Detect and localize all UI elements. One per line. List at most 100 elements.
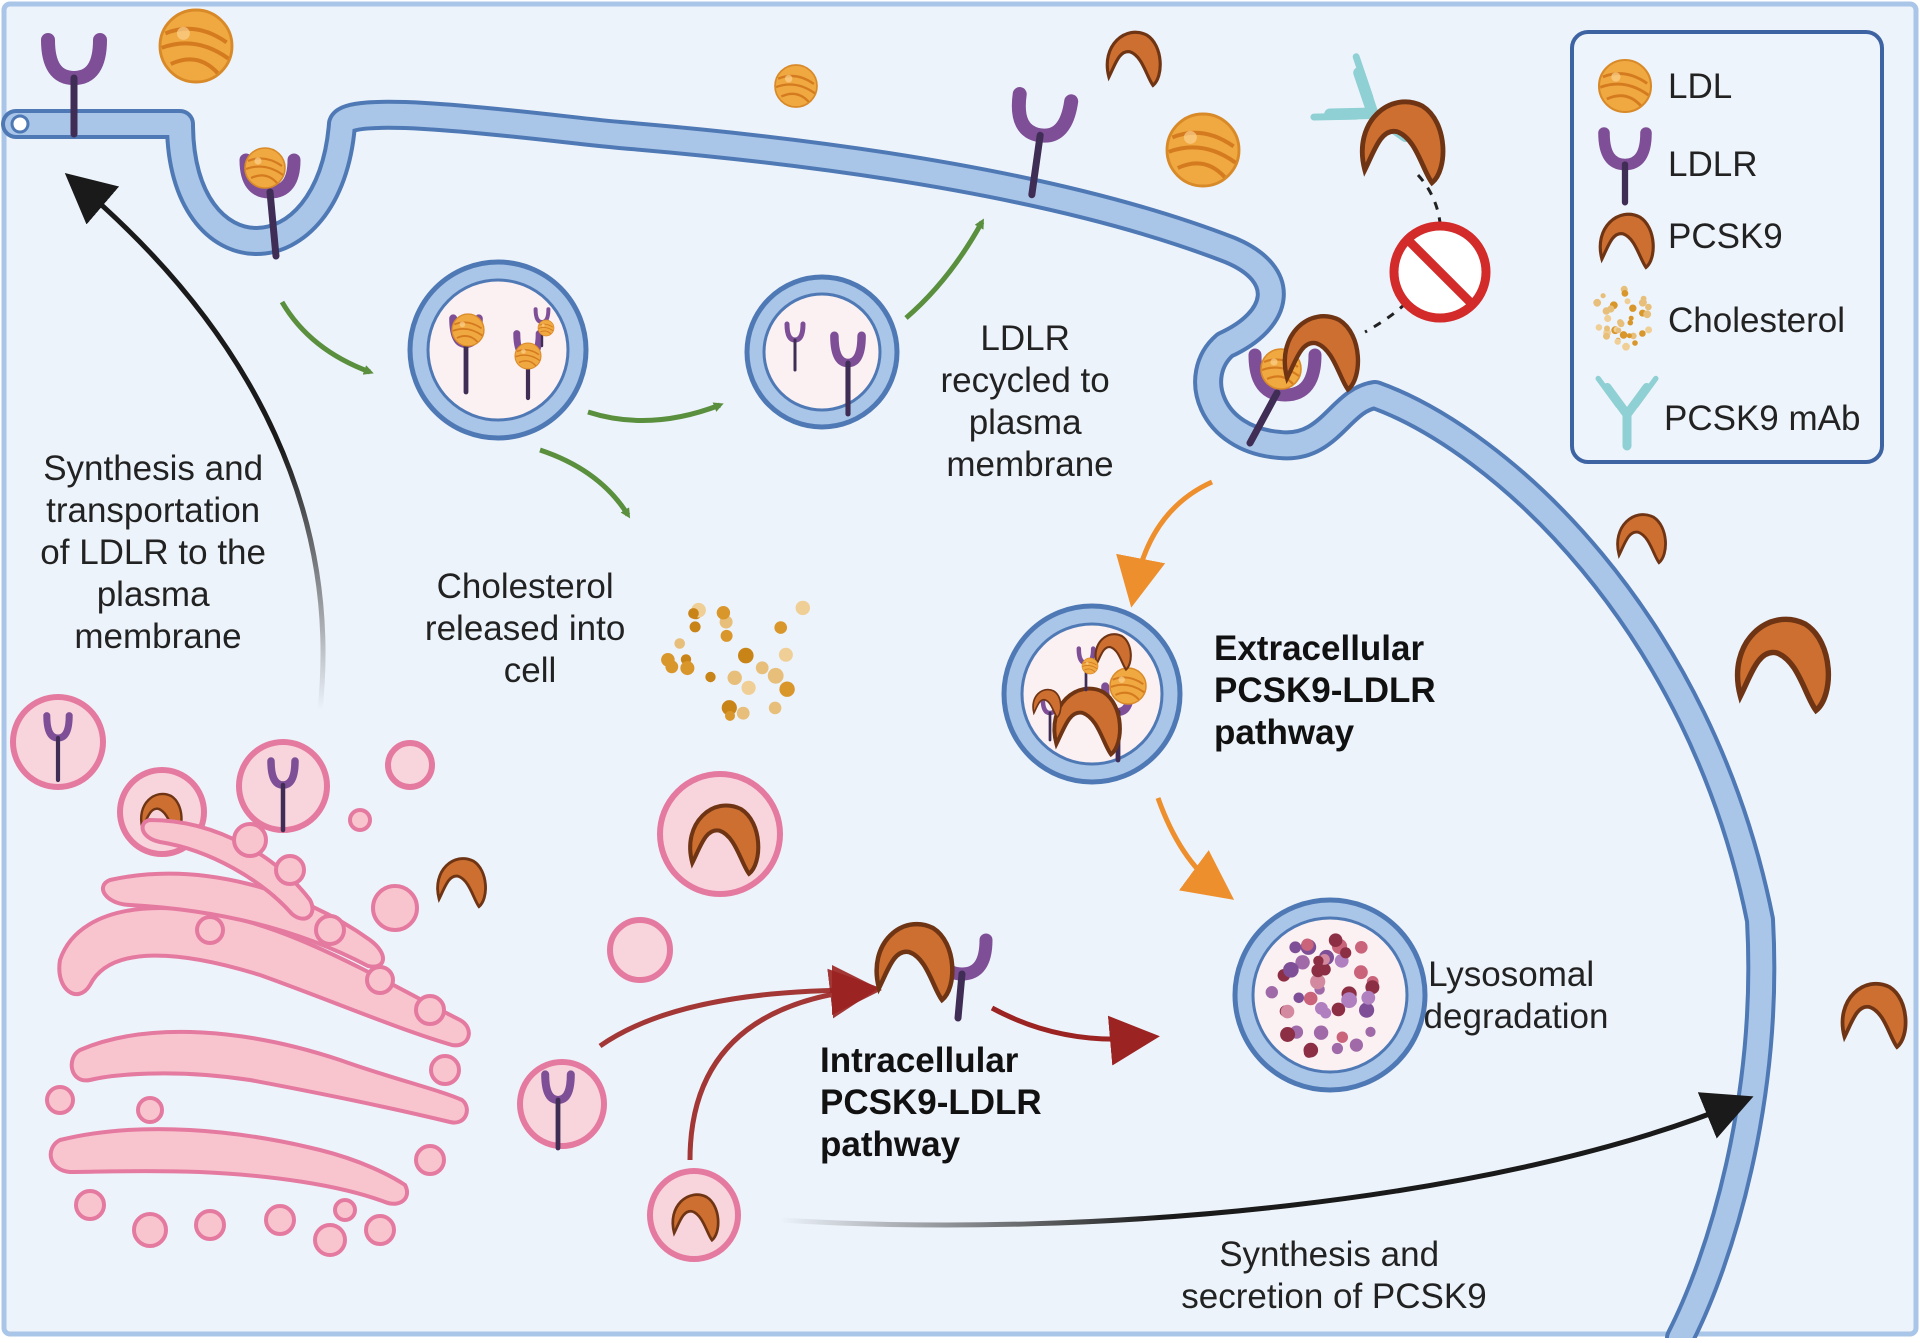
- arrow-ldlr-synthesis: [64, 172, 326, 711]
- particle: [768, 701, 782, 715]
- particle: [1645, 303, 1652, 311]
- lysosome: [1232, 897, 1428, 1093]
- particle: [1604, 314, 1612, 323]
- particle: [1331, 1042, 1343, 1055]
- particle: [1301, 938, 1314, 951]
- particle: [1365, 1026, 1376, 1037]
- particle: [1632, 340, 1638, 346]
- particle: [741, 680, 756, 695]
- particle: [725, 710, 735, 721]
- particle: [1593, 298, 1602, 307]
- particle: [1336, 1031, 1349, 1043]
- particle: [1626, 333, 1632, 339]
- endosome-1: [407, 259, 589, 441]
- pcsk9-ldlr-intracellular: [877, 924, 993, 1022]
- particle: [755, 661, 769, 675]
- particle: [1341, 992, 1357, 1009]
- particle: [1639, 330, 1646, 337]
- particle: [1607, 305, 1615, 313]
- label-cholesterol-released: Cholesterol released into cell: [425, 567, 635, 690]
- particle: [1293, 992, 1305, 1004]
- particle: [1600, 293, 1606, 299]
- particle: [1645, 326, 1653, 334]
- particle: [1615, 327, 1622, 334]
- particle: [1617, 320, 1625, 328]
- particle: [1340, 947, 1352, 959]
- particle: [1365, 980, 1380, 995]
- arrow-complex-to-lysosome: [990, 1005, 1160, 1066]
- particle: [1595, 324, 1603, 331]
- inhibit-icon: [1389, 221, 1491, 323]
- particle: [705, 671, 716, 683]
- particle: [674, 638, 685, 649]
- particle: [1603, 332, 1610, 340]
- particle: [1349, 1038, 1363, 1052]
- endosome-pcsk9-ldlr: [1001, 603, 1183, 785]
- legend-label-cholesterol: Cholesterol: [1668, 301, 1845, 340]
- particle: [716, 606, 731, 620]
- ldl-icon: [1599, 60, 1651, 112]
- arrow-to-endosome: [279, 300, 374, 375]
- particle: [738, 647, 754, 664]
- golgi-apparatus: [45, 808, 471, 1257]
- particle: [1359, 1002, 1375, 1018]
- particle: [1640, 295, 1647, 302]
- particle: [767, 667, 784, 684]
- ldlr-icon: [1598, 127, 1652, 206]
- particle: [689, 621, 701, 633]
- ldl-particle: [1167, 114, 1239, 186]
- particle: [721, 700, 737, 716]
- arrow-cholesterol-release: [539, 447, 631, 519]
- arrow-pcsk9-vesicle-to-complex: [687, 968, 880, 1161]
- cholesterol-cloud: [661, 600, 810, 721]
- arrow-recycle-to-membrane: [904, 218, 985, 320]
- endosome-2: [744, 274, 900, 430]
- ldlr-pit: [245, 148, 301, 260]
- label-ldlr-synthesis: Synthesis and transportation of LDLR to …: [40, 449, 275, 656]
- label-lysosomal: Lysosomal degradation: [1424, 955, 1609, 1036]
- pcsk9-ldlr-bound: [1246, 316, 1358, 447]
- ldl-particle: [160, 10, 232, 82]
- ldlr-surface-2: [1011, 87, 1079, 199]
- particle: [1280, 1027, 1296, 1042]
- particle: [720, 629, 733, 642]
- particle: [1604, 325, 1610, 332]
- legend-label-pcsk9: PCSK9: [1668, 217, 1783, 256]
- particle: [1622, 342, 1630, 351]
- particle: [1624, 298, 1631, 305]
- particle: [688, 608, 699, 619]
- particle: [1621, 290, 1629, 297]
- particle: [1629, 304, 1637, 312]
- particle: [1614, 338, 1621, 345]
- arrow-ldlr-vesicle-to-complex: [598, 965, 882, 1049]
- ldlr-surface-1: [41, 33, 107, 138]
- particle: [661, 653, 675, 667]
- particle: [1313, 1025, 1329, 1040]
- particle: [1331, 1002, 1346, 1017]
- particle: [1628, 315, 1634, 321]
- particle: [727, 670, 742, 685]
- particle: [1280, 1004, 1295, 1019]
- lysosome-debris: [1265, 933, 1380, 1058]
- particle: [1295, 955, 1310, 970]
- particle: [779, 681, 795, 697]
- particle: [1303, 1047, 1315, 1058]
- legend-label-pcsk9-mab: PCSK9 mAb: [1664, 399, 1860, 438]
- particle: [1643, 310, 1652, 319]
- particle: [680, 661, 695, 676]
- particle: [736, 706, 750, 720]
- inhibition-dashed-line: [1364, 173, 1442, 334]
- particle: [795, 600, 810, 616]
- legend-label-ldl: LDL: [1668, 67, 1732, 106]
- ldl-particle: [775, 65, 817, 107]
- particle: [1619, 331, 1628, 339]
- particle: [1310, 974, 1326, 990]
- particle: [1289, 941, 1302, 954]
- arrow-to-lysosome-orange: [1155, 797, 1235, 900]
- label-ldlr-recycled: LDLR recycled to plasma membrane: [941, 319, 1120, 484]
- particle: [778, 647, 793, 662]
- arrow-to-extracellular-endosome: [1116, 479, 1214, 608]
- particle: [1630, 332, 1637, 340]
